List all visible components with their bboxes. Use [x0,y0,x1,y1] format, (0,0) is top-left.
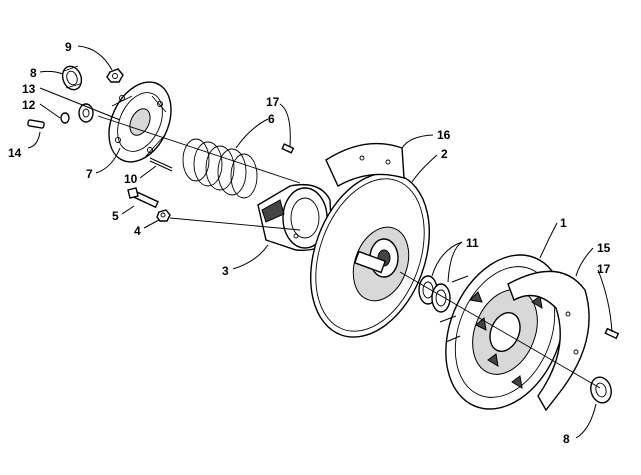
label-13: 13 [22,82,36,96]
label-12: 12 [22,98,36,112]
label-4: 4 [134,224,141,238]
label-3: 3 [222,264,229,278]
pin-14 [27,119,45,129]
spring-pin-10 [149,157,173,172]
shield-15 [507,270,590,412]
label-17-right: 17 [597,262,611,276]
bushing-8-top [61,65,83,91]
screw-17-right [604,327,620,340]
label-14: 14 [8,146,22,160]
label-6: 6 [268,112,275,126]
label-11: 11 [466,236,479,250]
label-1: 1 [560,216,567,230]
label-15: 15 [597,241,611,255]
bushing-8-bottom [590,376,612,404]
leader-lines [27,45,613,439]
sheave-2 [310,172,430,338]
screw-17-left [281,143,295,154]
cover-plate [108,81,172,163]
label-7: 7 [86,167,93,181]
label-8-top: 8 [30,66,37,80]
part-labels: 9 8 13 12 14 7 10 5 4 3 17 6 16 2 11 1 1… [8,40,611,446]
bolt-5 [127,187,159,209]
spacers-11 [418,275,451,313]
label-9: 9 [65,40,72,54]
label-5: 5 [112,209,119,223]
spring-6 [182,138,258,199]
label-8-bottom: 8 [563,432,570,446]
label-17-left: 17 [266,95,280,109]
assembly-axis-lines [97,115,601,389]
roller-13 [78,103,94,123]
washer-12 [60,112,70,124]
nut-9 [106,68,124,83]
label-2: 2 [441,147,448,161]
nut-4 [156,209,171,222]
label-16: 16 [437,128,451,142]
shield-16 [325,142,405,187]
label-10: 10 [124,172,138,186]
